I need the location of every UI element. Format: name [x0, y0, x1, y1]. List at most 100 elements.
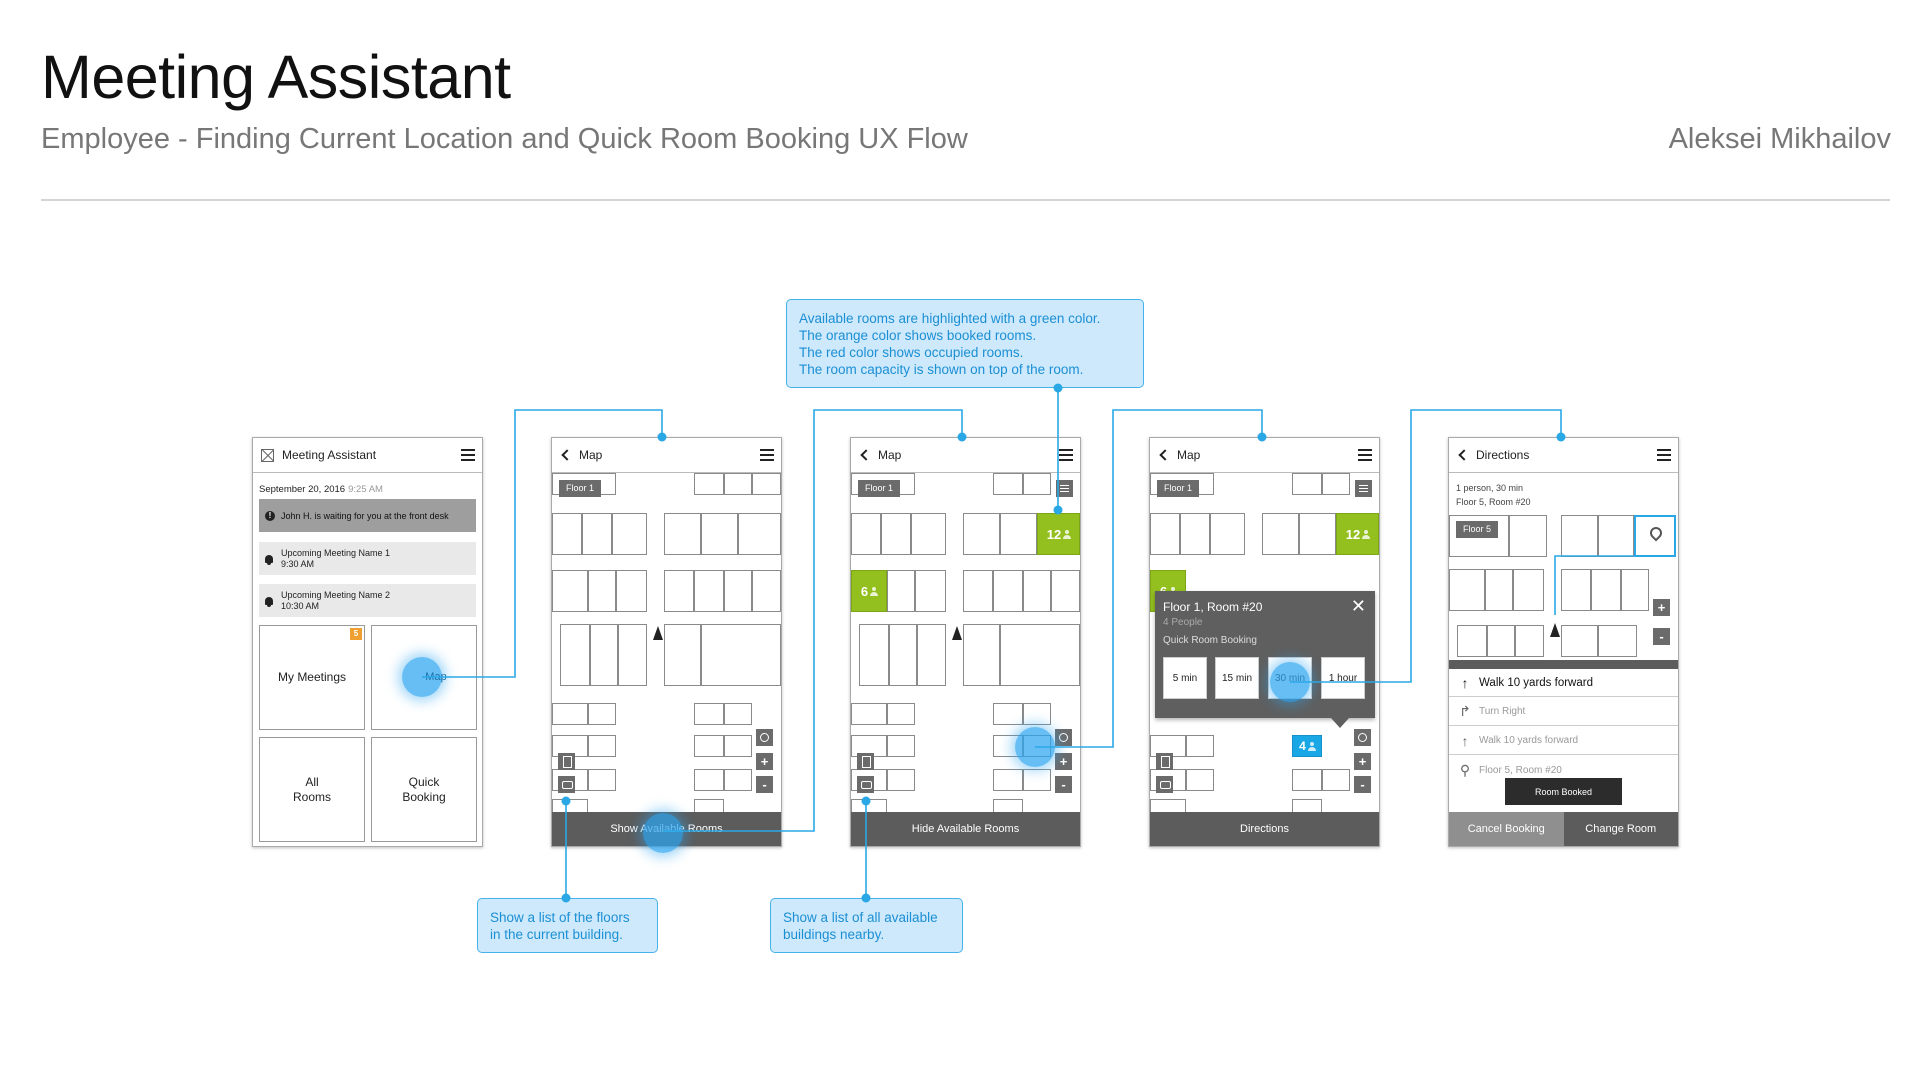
floor-selector[interactable]: Floor 1 — [1157, 480, 1199, 497]
map-room[interactable] — [1292, 473, 1322, 495]
map-room[interactable] — [664, 570, 694, 612]
zoom-in-button[interactable]: + — [1653, 599, 1670, 616]
map-room[interactable] — [1023, 703, 1051, 725]
floor-map[interactable]: Floor 1 — [552, 473, 781, 813]
map-room[interactable] — [1322, 473, 1350, 495]
map-room[interactable] — [1262, 513, 1299, 555]
map-room[interactable] — [664, 513, 701, 555]
map-room[interactable] — [887, 769, 915, 791]
map-room[interactable] — [881, 513, 911, 555]
map-room[interactable] — [752, 570, 781, 612]
map-room[interactable] — [1449, 569, 1485, 611]
map-room[interactable] — [1292, 769, 1322, 791]
map-room[interactable] — [694, 769, 724, 791]
map-room[interactable] — [724, 570, 752, 612]
map-room[interactable] — [588, 735, 616, 757]
map-room[interactable] — [993, 473, 1023, 495]
map-room[interactable] — [1561, 515, 1598, 557]
close-icon[interactable]: ✕ — [1350, 596, 1366, 616]
map-room[interactable] — [552, 513, 582, 555]
map-room[interactable] — [694, 735, 724, 757]
map-room[interactable] — [701, 624, 781, 686]
zoom-out-button[interactable]: - — [756, 776, 773, 793]
map-room[interactable] — [993, 799, 1023, 813]
map-room[interactable] — [1591, 569, 1621, 611]
floors-icon[interactable] — [857, 776, 874, 793]
map-room[interactable] — [724, 735, 752, 757]
menu-icon[interactable] — [1358, 449, 1372, 461]
map-room[interactable] — [1180, 513, 1210, 555]
map-room[interactable] — [963, 513, 1000, 555]
map-room[interactable] — [560, 624, 590, 686]
buildings-icon[interactable] — [558, 753, 575, 770]
menu-icon[interactable] — [1657, 449, 1671, 461]
map-room[interactable] — [552, 703, 588, 725]
map-room[interactable] — [724, 769, 752, 791]
map-room[interactable] — [701, 513, 738, 555]
map-room[interactable] — [582, 513, 612, 555]
zoom-in-button[interactable]: + — [1055, 753, 1072, 770]
map-room[interactable] — [1210, 513, 1245, 555]
map-room[interactable] — [1023, 769, 1051, 791]
map-room[interactable] — [887, 703, 915, 725]
map-room[interactable] — [851, 513, 881, 555]
map-room[interactable] — [1186, 769, 1214, 791]
list-view-icon[interactable] — [1355, 480, 1372, 497]
map-room[interactable] — [1000, 624, 1080, 686]
map-room[interactable] — [1487, 625, 1515, 657]
map-room[interactable] — [1561, 569, 1591, 611]
map-room[interactable] — [851, 703, 887, 725]
map-room[interactable] — [1023, 570, 1051, 612]
map-room[interactable] — [889, 624, 917, 686]
duration-5min-button[interactable]: 5 min — [1163, 657, 1207, 699]
menu-icon[interactable] — [461, 449, 475, 461]
zoom-out-button[interactable]: - — [1055, 776, 1072, 793]
all-rooms-tile[interactable]: All Rooms — [259, 737, 365, 842]
map-room[interactable] — [694, 703, 724, 725]
locate-icon[interactable] — [1055, 729, 1072, 746]
map-room[interactable] — [738, 513, 781, 555]
menu-icon[interactable] — [760, 449, 774, 461]
map-room[interactable] — [1621, 569, 1649, 611]
floor-selector[interactable]: Floor 1 — [858, 480, 900, 497]
map-room[interactable] — [1051, 570, 1080, 612]
map-room[interactable] — [1186, 735, 1214, 757]
map-room[interactable] — [552, 570, 588, 612]
map-room[interactable] — [887, 570, 915, 612]
map-room[interactable] — [1000, 513, 1037, 555]
menu-icon[interactable] — [1059, 449, 1073, 461]
back-icon[interactable] — [860, 449, 872, 461]
map-room[interactable] — [694, 570, 724, 612]
map-room[interactable] — [1150, 513, 1180, 555]
map-room[interactable] — [1598, 515, 1634, 557]
cancel-booking-button[interactable]: Cancel Booking — [1449, 812, 1564, 846]
map-room[interactable] — [588, 570, 616, 612]
floor-selector[interactable]: Floor 5 — [1456, 521, 1498, 538]
map-room[interactable] — [1515, 625, 1544, 657]
zoom-out-button[interactable]: - — [1354, 776, 1371, 793]
map-room[interactable] — [859, 624, 889, 686]
map-room[interactable] — [724, 473, 752, 495]
buildings-icon[interactable] — [1156, 753, 1173, 770]
map-room[interactable] — [588, 769, 616, 791]
notice-banner[interactable]: ! John H. is waiting for you at the fron… — [259, 499, 476, 532]
change-room-button[interactable]: Change Room — [1563, 812, 1678, 846]
map-room[interactable] — [1513, 569, 1544, 611]
upcoming-meeting-2[interactable]: Upcoming Meeting Name 2 10:30 AM — [259, 584, 476, 617]
map-room[interactable] — [694, 473, 724, 495]
map-room[interactable] — [588, 703, 616, 725]
map-room[interactable] — [993, 703, 1023, 725]
available-room[interactable]: 12 — [1336, 513, 1379, 555]
floors-icon[interactable] — [1156, 776, 1173, 793]
locate-icon[interactable] — [756, 729, 773, 746]
map-room[interactable] — [590, 624, 618, 686]
map-room[interactable] — [618, 624, 647, 686]
map-room[interactable] — [1292, 799, 1322, 813]
floor-selector[interactable]: Floor 1 — [559, 480, 601, 497]
upcoming-meeting-1[interactable]: Upcoming Meeting Name 1 9:30 AM — [259, 542, 476, 575]
map-room[interactable] — [1322, 769, 1350, 791]
list-view-icon[interactable] — [1056, 480, 1073, 497]
duration-1hour-button[interactable]: 1 hour — [1321, 657, 1365, 699]
map-room[interactable] — [694, 799, 724, 813]
map-room[interactable] — [887, 735, 915, 757]
